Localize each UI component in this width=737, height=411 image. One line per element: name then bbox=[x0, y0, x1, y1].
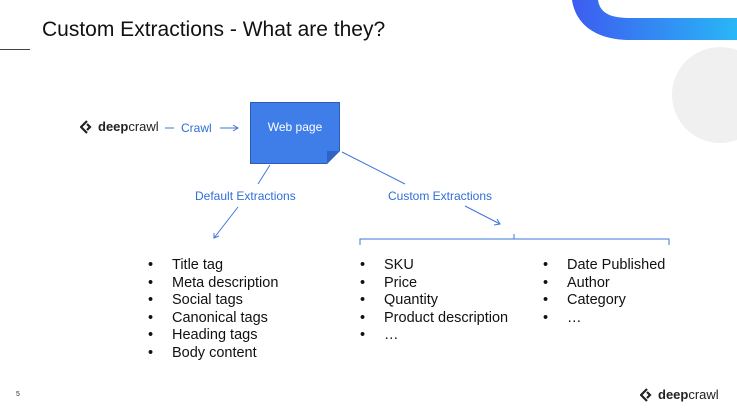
list-item: Product description bbox=[360, 310, 508, 328]
page-fold-icon bbox=[327, 151, 340, 164]
logo-text-deep: deep bbox=[98, 119, 129, 134]
default-arrow-line bbox=[213, 206, 239, 239]
logo-text-deep: deep bbox=[658, 387, 689, 402]
list-item: Body content bbox=[148, 345, 278, 363]
list-item: Title tag bbox=[148, 257, 278, 275]
decorative-circle bbox=[672, 47, 737, 143]
list-item: … bbox=[543, 310, 665, 328]
deepcrawl-logo-icon bbox=[80, 119, 92, 134]
default-extractions-list: Title tag Meta description Social tags C… bbox=[148, 257, 278, 363]
deepcrawl-logo: deepcrawl bbox=[80, 119, 159, 134]
logo-text-crawl: crawl bbox=[128, 119, 159, 134]
custom-arrow-line bbox=[464, 205, 501, 225]
list-item: Quantity bbox=[360, 292, 508, 310]
custom-extractions-list-2: Date Published Author Category … bbox=[543, 257, 665, 327]
list-item: Meta description bbox=[148, 275, 278, 293]
list-item: Social tags bbox=[148, 292, 278, 310]
page-title: Custom Extractions - What are they? bbox=[42, 18, 386, 41]
list-item: … bbox=[360, 327, 508, 345]
list-item: Canonical tags bbox=[148, 310, 278, 328]
default-arrowhead bbox=[213, 233, 220, 239]
list-item: Author bbox=[543, 275, 665, 293]
list-item: Date Published bbox=[543, 257, 665, 275]
default-extractions-label: Default Extractions bbox=[195, 189, 296, 203]
crawl-label: Crawl bbox=[181, 121, 212, 135]
custom-extractions-list-1: SKU Price Quantity Product description … bbox=[360, 257, 508, 345]
footer-deepcrawl-logo: deepcrawl bbox=[640, 387, 719, 402]
custom-connector-line bbox=[341, 151, 406, 185]
default-connector-line bbox=[257, 164, 271, 185]
logo-text-crawl: crawl bbox=[688, 387, 719, 402]
list-item: Heading tags bbox=[148, 327, 278, 345]
deepcrawl-logo-icon bbox=[640, 387, 652, 402]
webpage-label: Web page bbox=[267, 120, 323, 134]
page-number: 5 bbox=[16, 391, 20, 398]
custom-arrowhead bbox=[493, 218, 501, 226]
list-item: SKU bbox=[360, 257, 508, 275]
title-underline bbox=[0, 49, 30, 50]
decorative-arc bbox=[572, 0, 737, 40]
custom-bracket bbox=[359, 234, 670, 245]
crawl-arrowhead bbox=[232, 124, 239, 132]
list-item: Price bbox=[360, 275, 508, 293]
list-item: Category bbox=[543, 292, 665, 310]
custom-extractions-label: Custom Extractions bbox=[388, 189, 493, 203]
webpage-box: Web page bbox=[250, 102, 340, 164]
